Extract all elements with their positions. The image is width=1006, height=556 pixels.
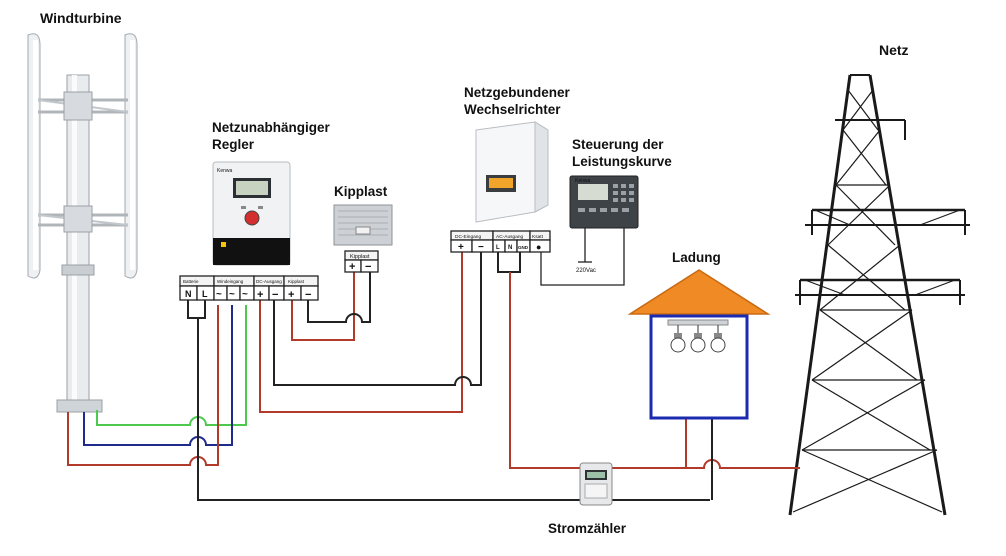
inverter-group-dc: DC-Eingang xyxy=(455,234,481,240)
dump-load-terminal-minus: − xyxy=(365,261,371,273)
controller-terminal-ac2: ~ xyxy=(229,289,235,300)
controller-terminal-l: L xyxy=(202,289,208,299)
dump-load-terminal-plus: + xyxy=(349,261,355,273)
inverter-group-ksatt: Ksatt xyxy=(532,234,544,240)
wire-ac-line-to-meter xyxy=(509,272,580,469)
wire-red-ac xyxy=(67,305,219,466)
controller-group-dump: Kipplast xyxy=(288,279,305,284)
inverter-terminal-block: DC-Eingang AC-Ausgang Ksatt + − L N GND … xyxy=(450,230,551,253)
controller-terminal-plus: + xyxy=(257,289,263,301)
power-curve-controller: Kenwa xyxy=(569,175,639,229)
controller-group-dc-out: DC-Ausgang xyxy=(256,279,282,284)
wire-inverter-ac-loop xyxy=(497,252,521,273)
wire-controller-nl-loop xyxy=(187,300,206,319)
inverter-terminal-minus: − xyxy=(478,242,484,253)
light-bulb-icon xyxy=(690,325,706,353)
wire-meter-to-grid xyxy=(612,459,800,469)
controller-label-line2: Regler xyxy=(212,137,255,152)
wire-dc-positive xyxy=(259,252,463,413)
power-curve-voltage: 220Vac xyxy=(576,268,596,274)
controller-brand: Kenwa xyxy=(217,168,233,174)
controller-terminal-ac1: ~ xyxy=(216,289,222,300)
light-bulb-icon xyxy=(670,325,686,353)
meter-label: Stromzähler xyxy=(548,521,627,536)
controller-group-battery: Batterie xyxy=(183,279,199,284)
inverter-terminal-l: L xyxy=(496,245,500,251)
power-curve-label-line2: Leistungskurve xyxy=(572,154,672,169)
inverter-terminal-plus: + xyxy=(458,242,464,253)
inverter-label-line2: Wechselrichter xyxy=(464,102,561,117)
controller-terminal-ac3: ~ xyxy=(242,289,248,300)
controller-terminal-minus: − xyxy=(272,289,278,301)
controller-label-line1: Netzunabhängiger xyxy=(212,120,331,135)
light-bulb-icon xyxy=(710,325,726,353)
off-grid-controller: Kenwa xyxy=(212,161,291,266)
wire-ksatt-signal xyxy=(540,228,625,286)
dump-load-terminal-block: Kipplast + − xyxy=(344,250,379,273)
controller-terminal-n: N xyxy=(185,289,192,299)
power-curve-label-line1: Steuerung der xyxy=(572,137,664,152)
wire-dump-negative xyxy=(307,272,371,323)
grid-tie-inverter xyxy=(475,121,549,223)
wire-dc-negative xyxy=(273,252,482,386)
load-house xyxy=(627,269,771,420)
dump-load-device xyxy=(333,204,393,246)
inverter-terminal-n: N xyxy=(508,245,512,251)
wire-neutral-bus-left xyxy=(197,318,580,501)
inverter-terminal-gnd: GND xyxy=(518,245,529,250)
wind-turbine-illustration xyxy=(27,33,138,413)
wind-turbine-label: Windturbine xyxy=(40,10,122,26)
controller-group-wind: Windeingang xyxy=(217,279,244,284)
grid-label: Netz xyxy=(879,42,909,58)
transmission-tower-illustration xyxy=(788,74,970,516)
wire-dump-positive xyxy=(291,272,355,341)
electricity-meter xyxy=(579,462,613,506)
wire-green-ac xyxy=(96,305,247,426)
power-curve-brand: Kenwa xyxy=(575,178,591,184)
inverter-label-line1: Netzgebundener xyxy=(464,85,571,100)
inverter-terminal-ksatt-dot: ● xyxy=(536,242,541,252)
controller-terminal-block: Batterie Windeingang DC-Ausgang Kipplast… xyxy=(179,275,319,301)
controller-terminal-dump-plus: + xyxy=(288,289,294,301)
inverter-group-ac: AC-Ausgang xyxy=(496,234,524,240)
dump-load-label: Kipplast xyxy=(334,184,388,199)
dump-load-terminal-header: Kipplast xyxy=(350,254,370,260)
controller-terminal-dump-minus: − xyxy=(305,289,311,301)
load-label: Ladung xyxy=(672,250,721,265)
wires xyxy=(67,228,800,501)
